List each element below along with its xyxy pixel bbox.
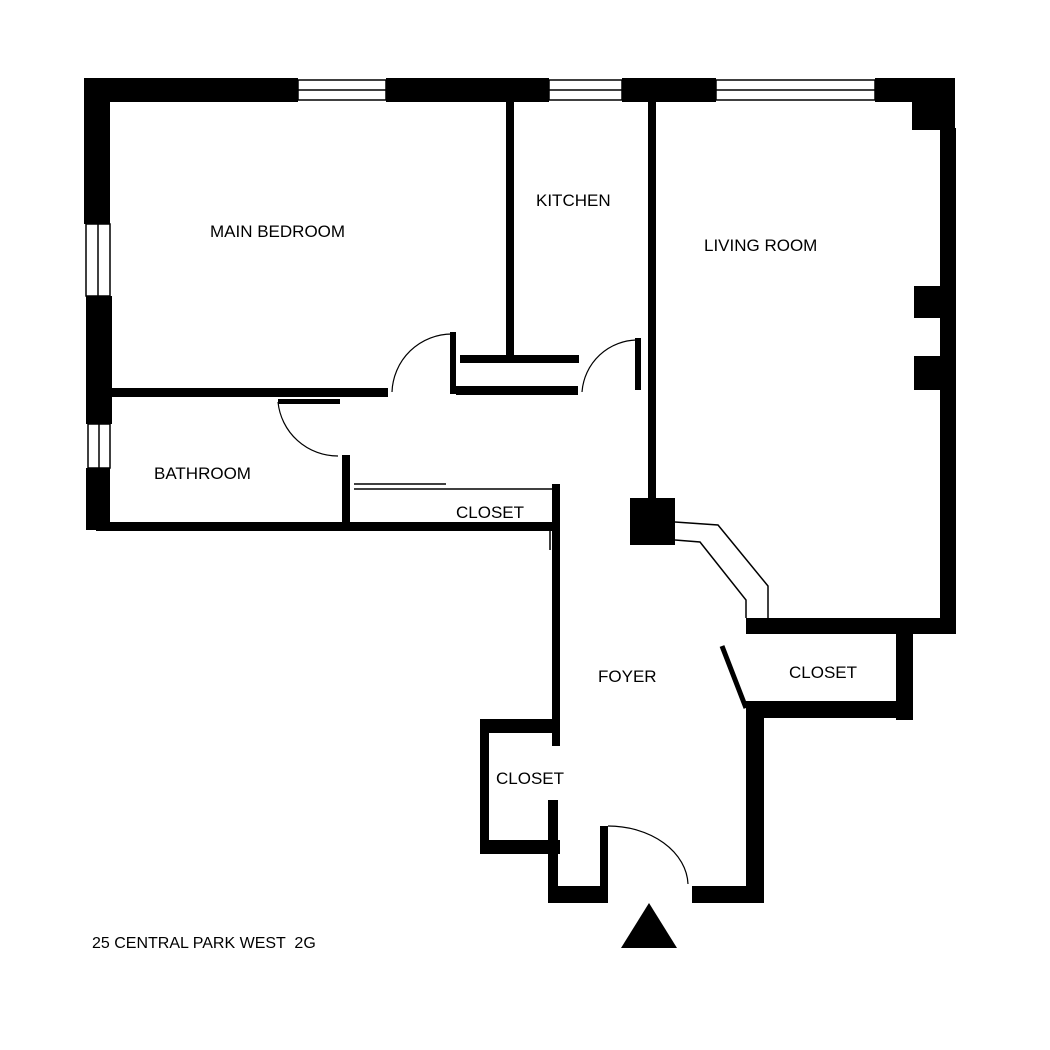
label-closet-left: CLOSET (496, 769, 564, 788)
label-foyer: FOYER (598, 667, 657, 686)
label-closet-hall: CLOSET (456, 503, 524, 522)
interior-walls (96, 100, 913, 903)
left-windows (85, 223, 111, 469)
entrance-arrow-icon (621, 903, 677, 948)
label-living-room: LIVING ROOM (704, 236, 817, 255)
label-bathroom: BATHROOM (154, 464, 251, 483)
top-wall (84, 78, 955, 130)
address-label: 25 CENTRAL PARK WEST 2G (92, 935, 316, 952)
left-wall (84, 78, 112, 530)
doors (277, 332, 749, 885)
right-wall (746, 128, 956, 634)
label-kitchen: KITCHEN (536, 191, 611, 210)
label-main-bedroom: MAIN BEDROOM (210, 222, 345, 241)
detail-lines (354, 483, 769, 618)
top-windows (297, 79, 876, 101)
label-closet-right: CLOSET (789, 663, 857, 682)
